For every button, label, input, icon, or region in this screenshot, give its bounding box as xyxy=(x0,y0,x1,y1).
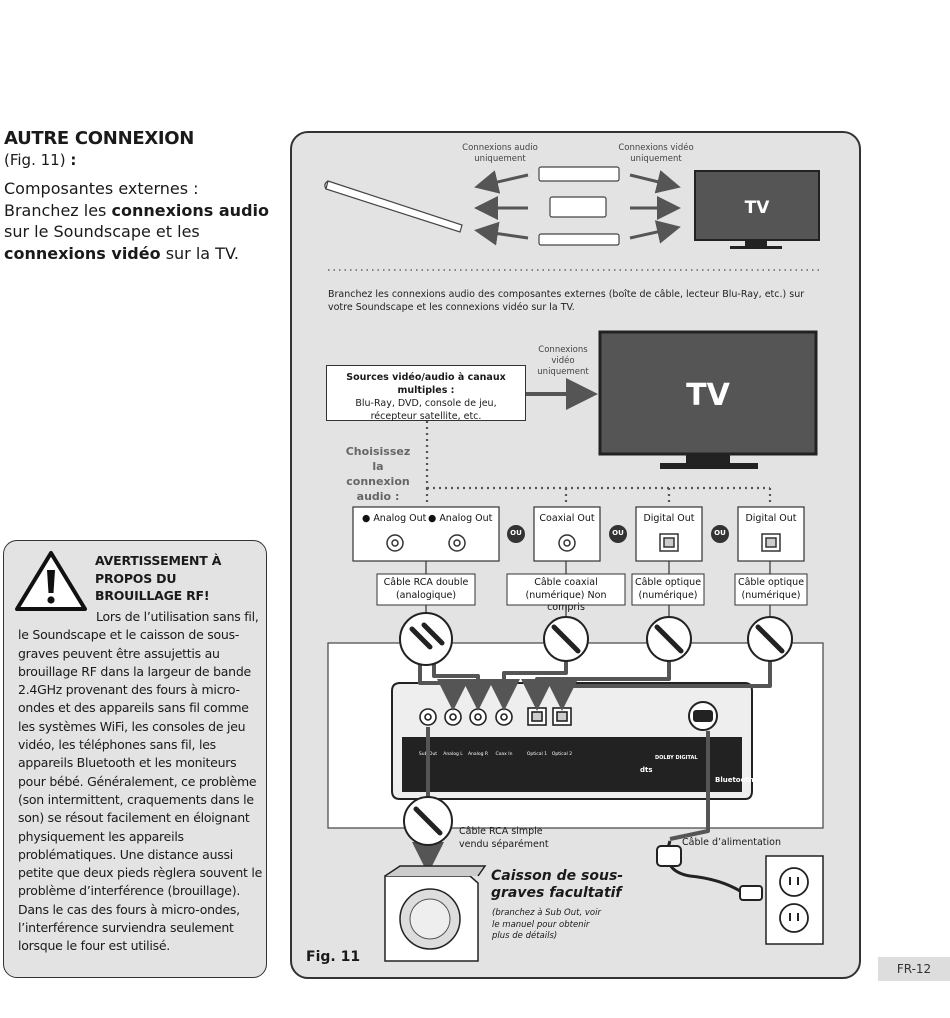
power-plug-icon xyxy=(656,840,763,901)
cable-optical-1-label: Câble optique (numérique) xyxy=(634,577,702,601)
analog-out-right-label: ● Analog Out xyxy=(428,513,493,524)
optical-jack-icons xyxy=(659,533,781,552)
bluetooth-logo: Bluetooth xyxy=(715,776,754,784)
coaxial-out-label: Coaxial Out xyxy=(539,513,595,524)
connection-diagram: TV TV xyxy=(324,166,824,962)
cable-rca-single-label: Câble RCA simple vendu séparément xyxy=(459,826,549,850)
instruction-text: Branchez les connexions audio des compos… xyxy=(328,289,805,313)
top-audio-label: Connexions audio uniquement xyxy=(462,143,538,164)
cable-coax-label: Câble coaxial (numérique) Non compris xyxy=(525,577,607,613)
cable-rca-label: Câble RCA double (analogique) xyxy=(383,577,469,601)
tv-large-label: TV xyxy=(686,378,730,413)
tv-large-icon xyxy=(598,330,818,469)
digital-out-2-label: Digital Out xyxy=(745,513,797,524)
wall-outlet-icon xyxy=(765,855,824,945)
soundbar-illustration xyxy=(324,180,463,233)
svg-text:Analog R: Analog R xyxy=(468,751,488,757)
panel-jacks xyxy=(419,707,572,726)
svg-text:Analog L: Analog L xyxy=(443,751,463,757)
choose-audio-label: Choisissez la connexion audio : xyxy=(345,445,411,503)
source-title: Sources vidéo/audio à canaux multiples : xyxy=(346,372,506,396)
cable-label-boxes xyxy=(376,573,808,606)
audio-arrows xyxy=(474,170,681,246)
figure-label: Fig. 11 xyxy=(306,949,361,965)
or-badge-2: OU xyxy=(612,529,624,537)
tv-small-icon xyxy=(694,170,820,249)
intro-paragraph: Composantes externes : Branchez les conn… xyxy=(4,179,269,263)
cable-plug-icons xyxy=(399,612,793,846)
audio-choice-lines xyxy=(425,421,772,506)
subwoofer-title: Caisson de sous-graves facultatif xyxy=(491,868,624,901)
page-number: FR-12 xyxy=(878,957,950,981)
svg-text:Optical 2: Optical 2 xyxy=(552,751,572,757)
or-badges xyxy=(507,525,729,543)
source-box: Sources vidéo/audio à canaux multiples :… xyxy=(326,365,526,422)
cable-connector-lines xyxy=(425,561,771,574)
warning-title: AVERTISSEMENT À PROPOS DU BROUILLAGE RF! xyxy=(95,553,222,603)
warning-text: Lors de l’utilisation sans fil, le Sound… xyxy=(18,609,263,954)
or-badge-1: OU xyxy=(510,529,522,537)
source-devices-icon xyxy=(538,166,620,246)
warning-triangle-icon xyxy=(15,551,87,611)
section-heading: AUTRE CONNEXION xyxy=(4,128,195,149)
svg-text:Optical 1: Optical 1 xyxy=(527,751,547,757)
svg-text:Coax In: Coax In xyxy=(496,751,513,757)
top-video-label: Connexions vidéo uniquement xyxy=(618,143,694,164)
analog-out-left-label: ● Analog Out xyxy=(362,513,427,524)
cable-optical-2-label: Câble optique (numérique) xyxy=(737,577,805,601)
panel-label-strip xyxy=(402,737,742,792)
figure-reference: (Fig. 11) : xyxy=(4,151,77,169)
subwoofer-icon xyxy=(384,865,487,962)
digital-out-1-label: Digital Out xyxy=(643,513,695,524)
dolby-logo: DOLBY DIGITAL xyxy=(655,755,698,761)
or-badge-3: OU xyxy=(714,529,726,537)
tv-small-label: TV xyxy=(745,198,771,218)
subwoofer-note: (branchez à Sub Out, voir le manuel pour… xyxy=(492,908,601,941)
output-boxes xyxy=(352,506,805,562)
power-inlet-icon xyxy=(688,701,718,731)
warning-box xyxy=(3,540,267,978)
source-text: Blu-Ray, DVD, console de jeu, récepteur … xyxy=(355,398,497,422)
dts-logo: dts xyxy=(640,766,653,774)
video-only-label: Connexions vidéo uniquement xyxy=(537,345,589,377)
power-cable-label: Câble d’alimentation xyxy=(682,837,782,848)
rca-jack-icons xyxy=(386,534,576,552)
